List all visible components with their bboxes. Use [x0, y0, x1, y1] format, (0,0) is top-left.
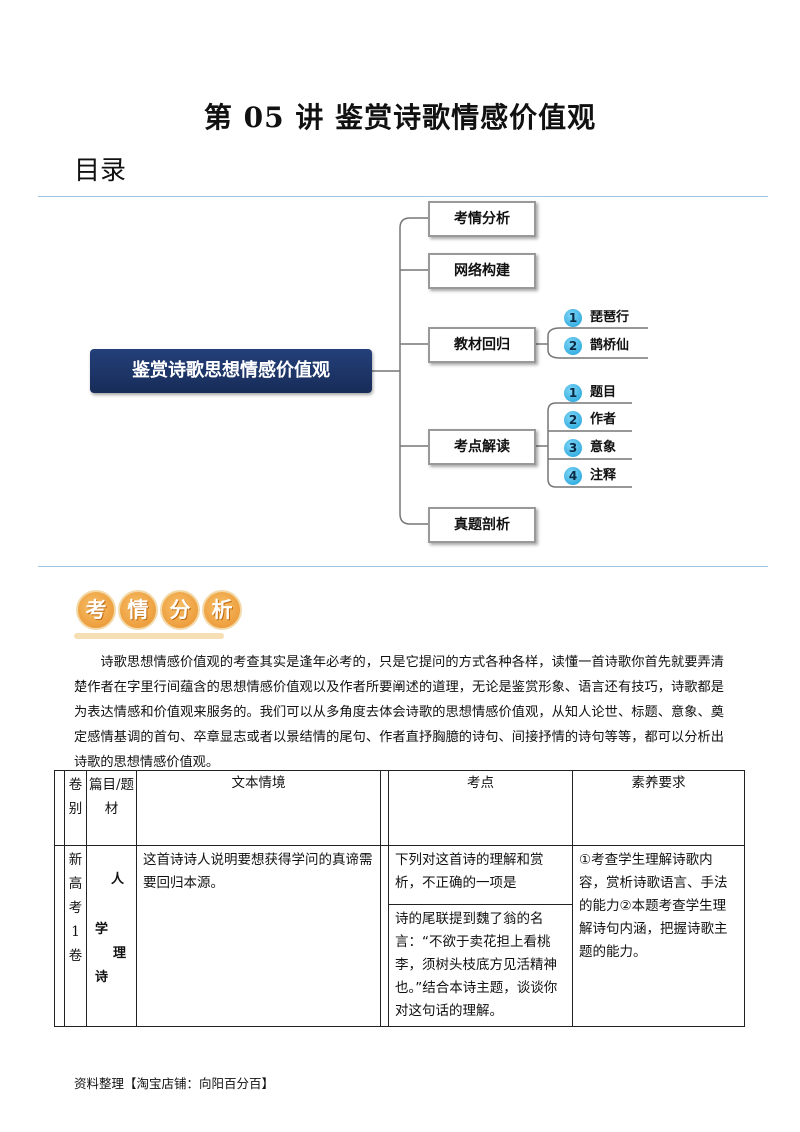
table-spacer: [380, 845, 389, 1027]
number-badge: 1: [564, 309, 582, 327]
number-badge: 2: [564, 337, 582, 355]
leaf-label: 作者: [590, 412, 617, 427]
topic-char: 诗: [95, 970, 109, 985]
number-badge: 4: [564, 467, 582, 485]
leaf-label: 琵琶行: [590, 310, 630, 325]
mind-map-root: 鉴赏诗歌思想情感价值观: [90, 349, 372, 393]
intro-paragraph: 诗歌思想情感价值观的考查其实是逢年必考的，只是它提问的方式各种各样，读懂一首诗歌…: [74, 655, 724, 770]
leaf-zuozhe: 2 作者: [564, 408, 616, 432]
divider-bottom: [38, 566, 768, 567]
section-tag: 考 情 分 析: [76, 590, 244, 640]
branch-wangluo: 网络构建: [428, 253, 536, 289]
header-point: 考点: [388, 770, 573, 846]
cell-point-2: 诗的尾联提到魏了翁的名言：“不欲于卖花担上看桃李，须树头枝底方见活精神也。”结合…: [388, 904, 573, 1027]
branch-kaoqing: 考情分析: [428, 201, 536, 237]
table-spacer: [54, 770, 65, 846]
header-req: 素养要求: [572, 770, 745, 846]
leaf-label: 鹊桥仙: [590, 338, 630, 353]
header-pianmu: 篇目/题材: [86, 770, 137, 846]
cell-pianmu: 人 学 理 诗: [86, 845, 137, 1027]
divider-top: [38, 196, 768, 197]
branch-jiaocai: 教材回归: [428, 327, 536, 363]
cell-req: ①考查学生理解诗歌内容，赏析诗歌语言、手法的能力②本题考查学生理解诗句内涵，把握…: [572, 845, 745, 1027]
leaf-timu: 1 题目: [564, 381, 616, 405]
page-title: 第 05 讲 鉴赏诗歌情感价值观: [203, 101, 597, 134]
cell-point-1: 下列对这首诗的理解和赏析，不正确的一项是: [388, 845, 573, 905]
leaf-zhushi: 4 注释: [564, 464, 616, 488]
tag-char: 情: [118, 590, 158, 630]
number-badge: 3: [564, 439, 582, 457]
tag-char: 考: [76, 590, 116, 630]
leaf-label: 题目: [590, 385, 617, 400]
number-badge: 1: [564, 384, 582, 402]
footer-note: 资料整理【淘宝店铺：向阳百分百】: [74, 1076, 275, 1091]
table-header-row: 卷别 篇目/题材 文本情境 考点 素养要求: [54, 770, 745, 846]
table-spacer: [54, 845, 65, 1027]
header-text: 文本情境: [136, 770, 381, 846]
topic-char: 人: [111, 872, 125, 887]
toc-heading: 目录: [74, 156, 127, 186]
leaf-yixiang: 3 意象: [564, 436, 616, 460]
topic-char: 学: [95, 922, 109, 937]
leaf-label: 意象: [590, 440, 617, 455]
section-tag-underline: [74, 633, 224, 639]
cell-text: 这首诗诗人说明要想获得学问的真谛需要回归本源。: [136, 845, 381, 1027]
tag-char: 分: [160, 590, 200, 630]
number-badge: 2: [564, 411, 582, 429]
leaf-queqiaoxian: 2 鹊桥仙: [564, 334, 629, 358]
branch-zhenti: 真题剖析: [428, 507, 536, 543]
tag-char: 析: [202, 590, 242, 630]
table-row: 新高考1卷 人 学 理 诗 这首诗诗人说明要想获得学问的真谛需要回归本源。 下列…: [54, 845, 745, 1027]
table-spacer: [380, 770, 389, 846]
cell-juanbie: 新高考1卷: [64, 845, 87, 1027]
table-row: 诗的尾联提到魏了翁的名言：“不欲于卖花担上看桃李，须树头枝底方见活精神也。”结合…: [55, 904, 745, 1027]
topic-char: 理: [113, 946, 127, 961]
branch-kaodian: 考点解读: [428, 429, 536, 465]
leaf-pipaxing: 1 琵琶行: [564, 306, 629, 330]
leaf-label: 注释: [590, 468, 617, 483]
exam-table: 卷别 篇目/题材 文本情境 考点 素养要求 新高考1卷 人 学 理 诗 这首诗诗…: [54, 770, 745, 1027]
header-juanbie: 卷别: [64, 770, 87, 846]
